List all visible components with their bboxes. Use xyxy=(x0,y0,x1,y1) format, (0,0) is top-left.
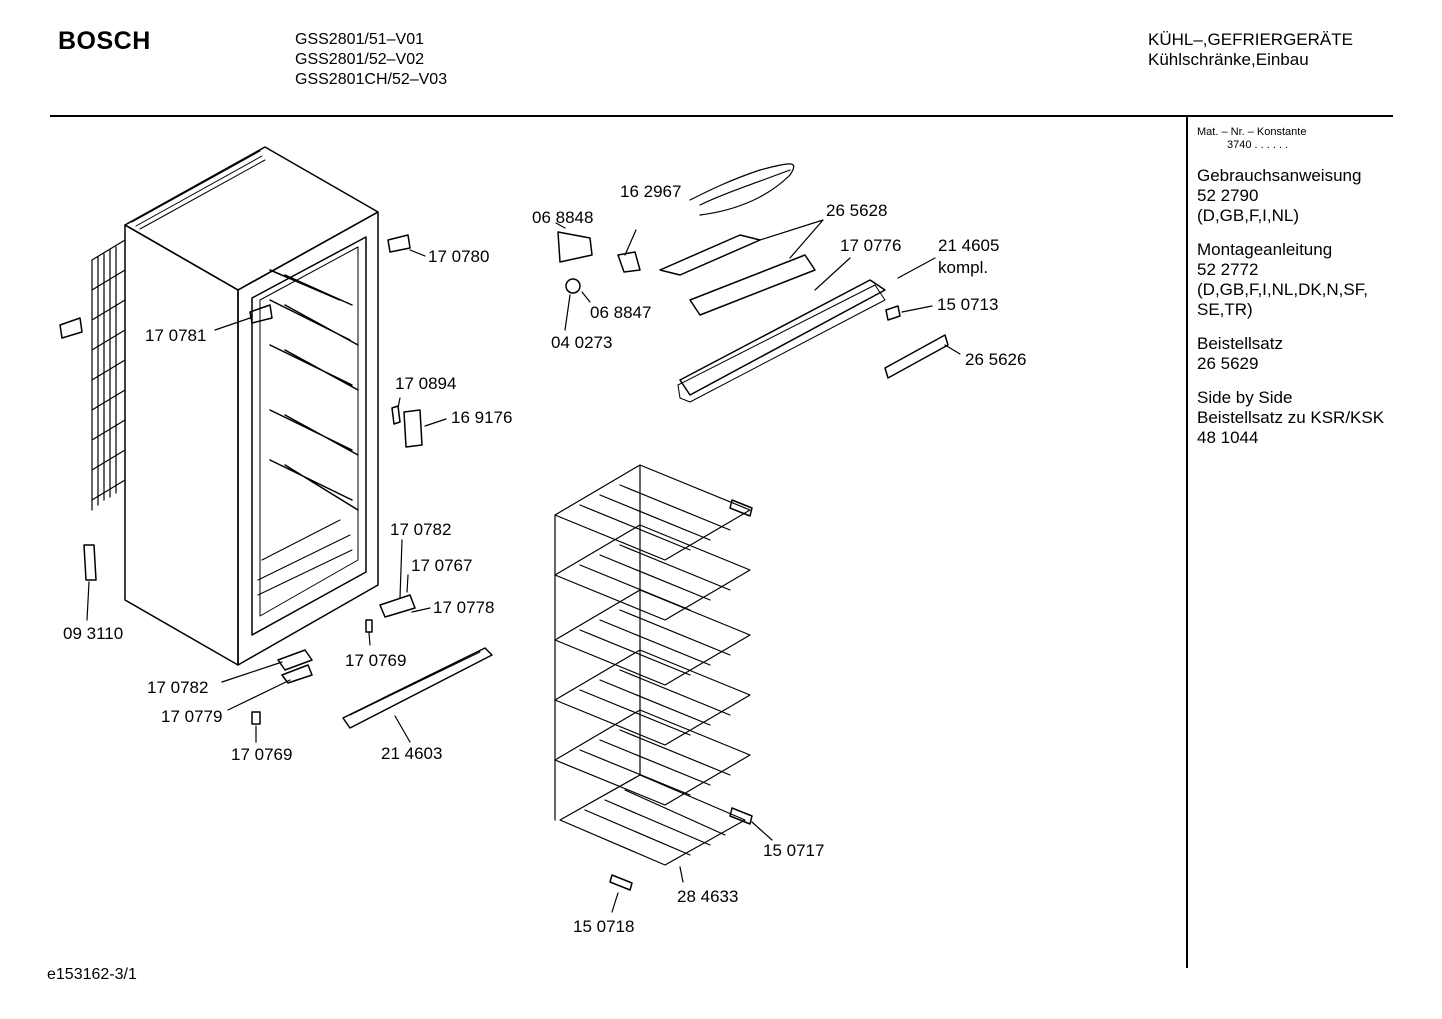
rack-cap-part xyxy=(609,874,633,891)
exploded-parts-diagram xyxy=(59,146,961,913)
part-label: 15 0718 xyxy=(573,917,635,936)
rack-cap-part xyxy=(729,499,753,517)
part-label: kompl. xyxy=(938,258,989,277)
part-label: 17 0767 xyxy=(411,556,473,575)
doc-line: (D,GB,F,I,NL) xyxy=(1197,206,1300,225)
hinge-part xyxy=(281,664,313,684)
bracket-part xyxy=(249,304,273,324)
doc-line: 52 2772 xyxy=(1197,260,1259,279)
doc-line: SE,TR) xyxy=(1197,300,1253,319)
doc-line: Side by Side xyxy=(1197,388,1293,407)
category-line: Kühlschränke,Einbau xyxy=(1148,50,1309,69)
document-code: e153162-3/1 xyxy=(47,966,137,983)
part-label: 17 0776 xyxy=(840,236,902,255)
wire-rack-drawing xyxy=(554,464,751,866)
doc-line: 26 5629 xyxy=(1197,354,1259,373)
control-module xyxy=(659,234,761,276)
doc-line: 48 1044 xyxy=(1197,428,1259,447)
rack-cap-part xyxy=(729,807,753,825)
doc-group: Side by Side Beistellsatz zu KSR/KSK 48 … xyxy=(1197,388,1437,448)
switch-part xyxy=(617,251,641,273)
header-divider xyxy=(50,115,1393,117)
screw-part xyxy=(365,619,373,633)
doc-line: (D,GB,F,I,NL,DK,N,SF, xyxy=(1197,280,1368,299)
mat-value: 3740 . . . . . . xyxy=(1227,139,1289,151)
doc-line: Beistellsatz xyxy=(1197,334,1283,353)
part-label: 16 9176 xyxy=(451,408,513,427)
hinge-part xyxy=(379,594,416,618)
part-label: 06 8848 xyxy=(532,208,594,227)
part-label: 09 3110 xyxy=(63,624,124,643)
sidebar-divider xyxy=(1186,116,1188,968)
panel-cover-part xyxy=(679,279,886,396)
clip-part xyxy=(391,405,401,425)
leader-lines xyxy=(86,219,961,913)
part-label: 28 4633 xyxy=(677,887,739,906)
part-label: 26 5626 xyxy=(965,350,1027,369)
doc-group: Montageanleitung 52 2772 (D,GB,F,I,NL,DK… xyxy=(1197,240,1437,320)
model-line: GSS2801/51–V01 xyxy=(295,31,424,48)
part-label: 04 0273 xyxy=(551,333,613,352)
part-label: 17 0780 xyxy=(428,247,490,266)
drain-tube-part xyxy=(83,544,97,581)
doc-group: Gebrauchsanweisung 52 2790 (D,GB,F,I,NL) xyxy=(1197,166,1437,226)
part-label: 06 8847 xyxy=(590,303,652,322)
doc-line: 52 2790 xyxy=(1197,186,1259,205)
lamp-holder-part xyxy=(557,231,593,263)
part-label: 26 5628 xyxy=(826,201,888,220)
part-label: 17 0779 xyxy=(161,707,223,726)
hinge-part xyxy=(277,649,313,671)
model-line: GSS2801/52–V02 xyxy=(295,51,424,68)
category-line: KÜHL–,GEFRIERGERÄTE xyxy=(1148,30,1353,49)
part-label: 17 0769 xyxy=(231,745,293,764)
handle-bar-part xyxy=(342,647,493,729)
part-label: 17 0778 xyxy=(433,598,495,617)
doc-group: Beistellsatz 26 5629 xyxy=(1197,334,1437,374)
part-label: 17 0781 xyxy=(145,326,207,345)
handle-cap-part xyxy=(403,409,423,448)
doc-line: Gebrauchsanweisung xyxy=(1197,166,1362,185)
part-label: 15 0713 xyxy=(937,295,999,314)
screw-part xyxy=(251,711,261,725)
doc-line: Beistellsatz zu KSR/KSK xyxy=(1197,408,1385,427)
part-label: 17 0894 xyxy=(395,374,457,393)
model-list: GSS2801/51–V01 GSS2801/52–V02 GSS2801CH/… xyxy=(295,30,447,90)
category-title: KÜHL–,GEFRIERGERÄTE Kühlschränke,Einbau xyxy=(1148,30,1353,70)
part-label: 17 0769 xyxy=(345,651,407,670)
bracket-part xyxy=(387,234,411,253)
mat-title: Mat. – Nr. – Konstante xyxy=(1197,126,1307,138)
lamp-part xyxy=(565,278,581,294)
knob-part xyxy=(885,305,901,321)
part-label: 16 2967 xyxy=(620,182,682,201)
part-label: 21 4605 xyxy=(938,236,1000,255)
part-label: 17 0782 xyxy=(147,678,209,697)
part-label: 15 0717 xyxy=(763,841,825,860)
brand-logo: BOSCH xyxy=(58,27,151,55)
doc-line: Montageanleitung xyxy=(1197,240,1333,259)
sidebar-info: Mat. – Nr. – Konstante 3740 . . . . . . … xyxy=(1197,126,1437,448)
part-label: 17 0782 xyxy=(390,520,452,539)
part-label: 21 4603 xyxy=(381,744,443,763)
control-module xyxy=(689,254,816,316)
cabinet-drawing xyxy=(59,146,379,666)
panel-strip-part xyxy=(884,334,949,379)
model-line: GSS2801CH/52–V03 xyxy=(295,71,448,88)
